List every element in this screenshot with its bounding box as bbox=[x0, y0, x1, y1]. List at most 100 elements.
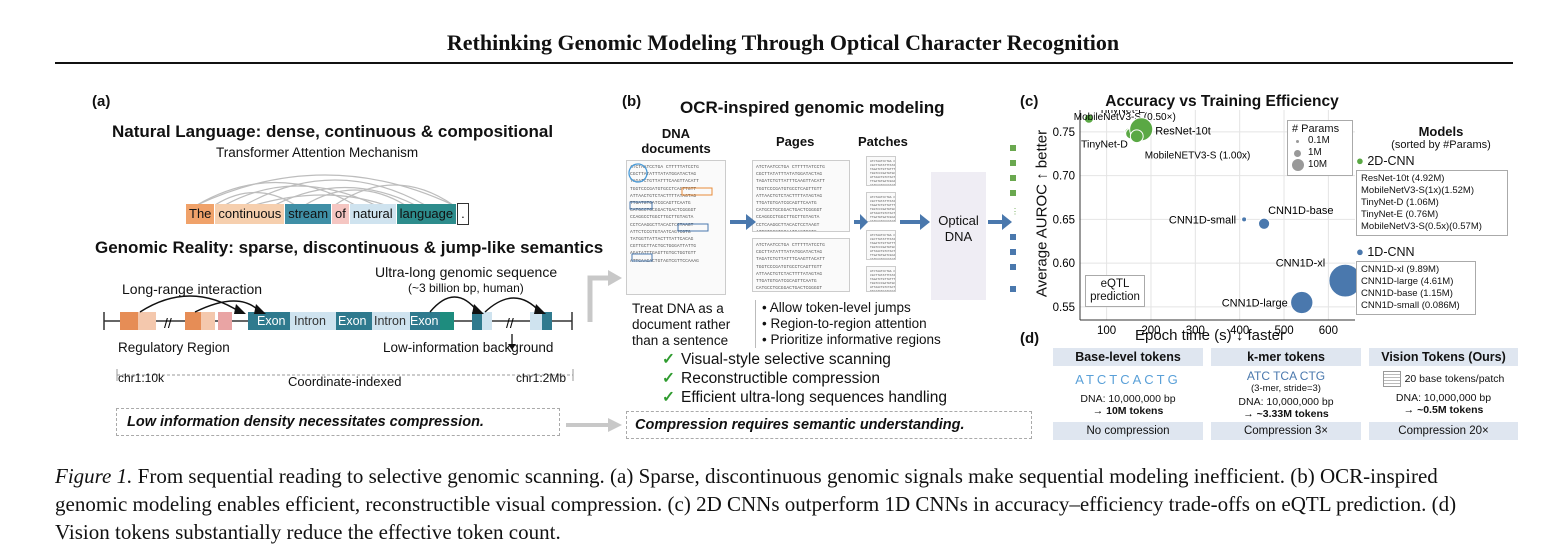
panel-a-heading1: Natural Language: dense, continuous & co… bbox=[112, 122, 554, 141]
point-label: ResNet-10t bbox=[1155, 125, 1211, 137]
group-1d: ● 1D-CNN bbox=[1356, 244, 1526, 259]
caption-label: Figure 1. bbox=[55, 464, 133, 488]
panel-d-label: (d) bbox=[1020, 330, 1040, 347]
green-dot-icon: ● bbox=[1356, 153, 1364, 168]
connector-arrows bbox=[566, 270, 622, 432]
point-label: MobileNETV3-S (1.00x) bbox=[1145, 150, 1251, 161]
col-foot: No compression bbox=[1053, 422, 1203, 440]
caption-text: From sequential reading to selective gen… bbox=[55, 464, 1457, 544]
patch: ATCTAATCCTGA CTTTTTATCCTG CGCTTATATTTATA… bbox=[866, 156, 896, 186]
col-foot: Compression 20× bbox=[1369, 422, 1518, 440]
token: of bbox=[332, 204, 350, 224]
col-head: Vision Tokens (Ours) bbox=[1369, 348, 1518, 366]
point-label: CNN1D-xl bbox=[1276, 258, 1326, 270]
bullet-text: Allow token-level jumps bbox=[769, 300, 911, 315]
bullet-item: • Allow token-level jumps bbox=[762, 300, 911, 315]
check-text: Visual-style selective scanning bbox=[681, 351, 891, 368]
params-legend: # Params 0.1M 1M 10M bbox=[1287, 120, 1353, 176]
bullet-item: • Prioritize informative regions bbox=[762, 332, 941, 347]
document-highlights bbox=[628, 163, 713, 262]
models-sub: (sorted by #Params) bbox=[1391, 139, 1491, 151]
panel-a-heading2: Genomic Reality: sparse, discontinuous &… bbox=[95, 238, 604, 257]
token: stream bbox=[285, 204, 333, 224]
patch-icon bbox=[1382, 371, 1401, 387]
data-point bbox=[1290, 290, 1314, 315]
col-body: ATCTCACTG DNA: 10,000,000 bp → 10M token… bbox=[1053, 366, 1203, 422]
check-text: Reconstructible compression bbox=[681, 370, 881, 387]
y-tick-label: 0.60 bbox=[1053, 258, 1075, 270]
coord-label: Coordinate-indexed bbox=[288, 374, 402, 389]
point-label: CNN1D-large bbox=[1222, 298, 1288, 310]
treat-dna: Treat DNA as a document rather than a se… bbox=[632, 301, 731, 348]
col-pages: Pages bbox=[776, 134, 815, 149]
token-columns: ⋮ bbox=[1010, 145, 1019, 292]
token-count: → ~3.33M tokens bbox=[1243, 408, 1329, 420]
col-head: Base-level tokens bbox=[1053, 348, 1203, 366]
param-row: 0.1M bbox=[1292, 135, 1348, 147]
patch: ATCTAATCCTGA CTTTTTATCCTG CGCTTATATTTATA… bbox=[866, 266, 896, 292]
group-2d: ● 2D-CNN bbox=[1356, 153, 1526, 168]
figure-caption: Figure 1. From sequential reading to sel… bbox=[55, 462, 1515, 546]
data-point bbox=[1257, 217, 1271, 230]
long-range-label: Long-range interaction bbox=[122, 281, 263, 297]
models-title: Models bbox=[1418, 124, 1464, 139]
data-point bbox=[1241, 216, 1248, 223]
ultra-long-sub: (~3 billion bp, human) bbox=[408, 281, 524, 295]
size-dot-icon bbox=[1296, 140, 1299, 143]
point-label: MobileNetV3-S (0.50×) bbox=[1074, 112, 1176, 123]
table-col-vision: Vision Tokens (Ours) 20 base tokens/patc… bbox=[1369, 348, 1518, 440]
dna-line: DNA: 10,000,000 bp bbox=[1395, 392, 1492, 404]
y-tick-label: 0.65 bbox=[1053, 214, 1075, 226]
col-foot: Compression 3× bbox=[1211, 422, 1361, 440]
list-1d: CNN1D-xl (9.89M) CNN1D-large (4.61M) CNN… bbox=[1356, 261, 1476, 315]
optical-box bbox=[931, 172, 986, 300]
low-info-label: Low-information background bbox=[383, 340, 554, 355]
point-label: TinyNet-E bbox=[1099, 110, 1145, 116]
bullet-text: Region-to-region attention bbox=[770, 316, 927, 331]
models-legend: Models (sorted by #Params) ● 2D-CNN ResN… bbox=[1356, 124, 1526, 315]
panel-a-note: Low information density necessitates com… bbox=[116, 408, 560, 436]
task-box: eQTL prediction bbox=[1085, 275, 1145, 307]
x-tick-label: 300 bbox=[1186, 325, 1205, 337]
param-row: 10M bbox=[1292, 159, 1348, 171]
check-item: ✓Efficient ultra-long sequences handling bbox=[662, 388, 947, 407]
model-entry: CNN1D-xl (9.89M) bbox=[1361, 264, 1440, 275]
x-axis-label: Epoch time (s) ↓ faster bbox=[1134, 327, 1286, 344]
title-rule bbox=[55, 62, 1513, 64]
flow-arrows bbox=[730, 214, 1012, 230]
checkmark-icon: ✓ bbox=[662, 389, 675, 406]
bullet-item: • Region-to-region attention bbox=[762, 316, 927, 331]
checkmark-icon: ✓ bbox=[662, 370, 675, 387]
model-entry: TinyNet-E (0.76M) bbox=[1361, 209, 1439, 220]
segment-label: Exon bbox=[338, 314, 367, 328]
data-point bbox=[1083, 113, 1094, 124]
page-2: ATCTAATCCTGA CTTTTTATCCTG CGCTTATATTTATA… bbox=[752, 238, 850, 292]
model-entry: CNN1D-small (0.086M) bbox=[1361, 300, 1460, 311]
col-body: ATC TCA CTG (3-mer, stride=3) DNA: 10,00… bbox=[1211, 366, 1361, 422]
segment-label: Exon bbox=[257, 314, 286, 328]
check-list: ✓ Visual-style selective scanning ✓ Recons… bbox=[662, 350, 947, 407]
attention-label: Transformer Attention Mechanism bbox=[216, 145, 419, 160]
page-1: ATCTAATCCTGA CTTTTTATCCTG CGCTTATATTTATA… bbox=[752, 160, 850, 232]
list-2d: ResNet-10t (4.92M) MobileNetV3-S(1x)(1.5… bbox=[1356, 170, 1508, 236]
patch: ATCTAATCCTGA CTTTTTATCCTG CGCTTATATTTATA… bbox=[866, 192, 896, 222]
token: language bbox=[396, 204, 458, 224]
group-1d-label: 1D-CNN bbox=[1367, 245, 1415, 259]
scatter-chart: 1002003004005006000.550.600.650.700.75Ti… bbox=[1053, 110, 1363, 337]
y-tick-label: 0.55 bbox=[1053, 302, 1075, 314]
token: . bbox=[457, 203, 469, 225]
chr-end: chr1:2Mb bbox=[516, 371, 567, 385]
table-col-kmer: k-mer tokens ATC TCA CTG (3-mer, stride=… bbox=[1211, 348, 1361, 440]
token: natural bbox=[349, 204, 397, 224]
token-count: → 10M tokens bbox=[1092, 405, 1164, 417]
svg-text:⋮: ⋮ bbox=[1011, 207, 1019, 216]
group-2d-label: 2D-CNN bbox=[1367, 154, 1415, 168]
point-label: CNN1D-base bbox=[1268, 205, 1333, 217]
vision-sample: 20 base tokens/patch bbox=[1369, 371, 1518, 387]
optical-label: Optical DNA bbox=[938, 213, 979, 244]
dna-document: ATCTAATCCTGA CTTTTTATCCTG CGCTTATATTTATA… bbox=[626, 160, 726, 295]
kmer-sample: ATC TCA CTG bbox=[1246, 369, 1326, 383]
divider bbox=[755, 300, 756, 348]
paper-title: Rethinking Genomic Modeling Through Opti… bbox=[446, 30, 1120, 55]
